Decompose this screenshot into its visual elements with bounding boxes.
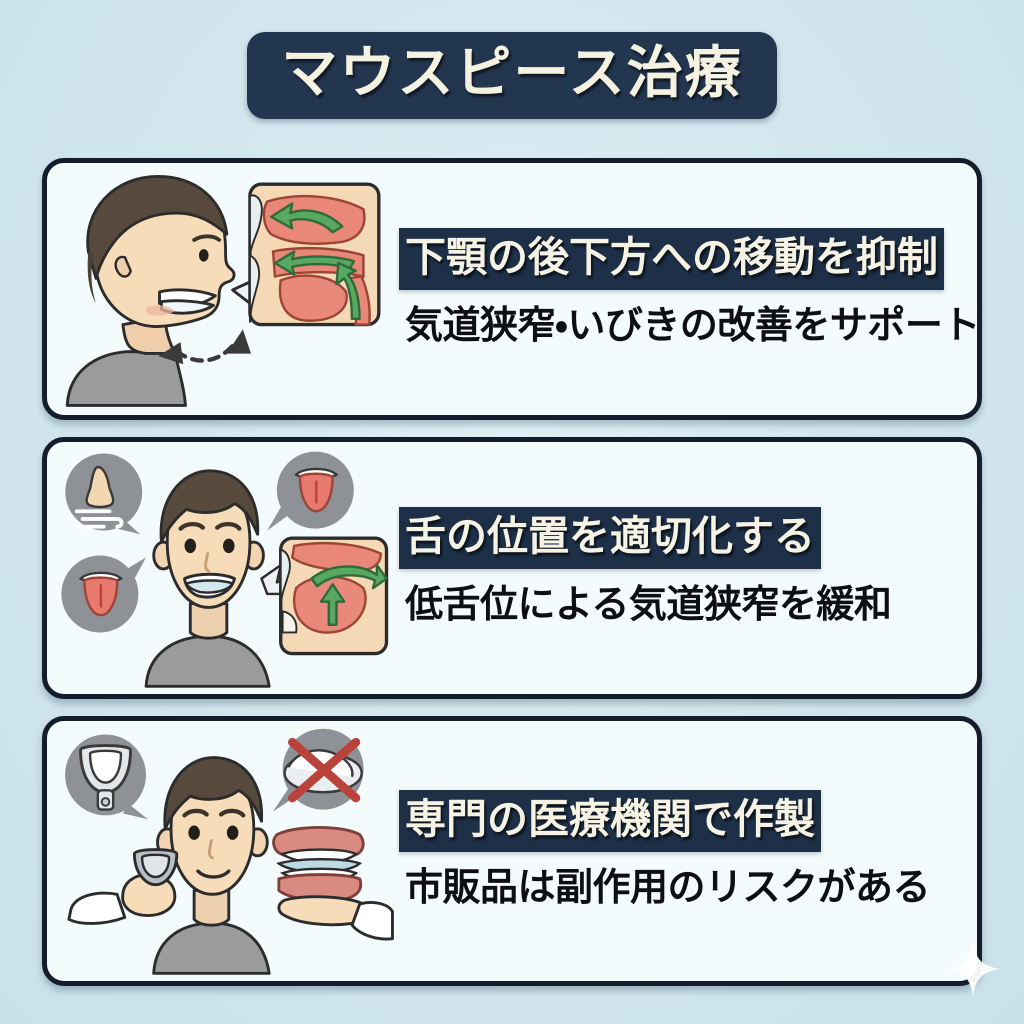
custom-vs-otc-illustration [65, 728, 394, 975]
badge-nose-airflow [65, 453, 143, 535]
card-2-text: 舌の位置を適切化する 低舌位による気道狭窄を緩和 [399, 507, 977, 628]
card-2-headline: 舌の位置を適切化する [399, 507, 821, 569]
card-1-text: 下顎の後下方への移動を抑制 気道狭窄・いびきの改善をサポート [399, 228, 980, 349]
hand-holding-tray [67, 848, 179, 925]
card-2-subline: 低舌位による気道狭窄を緩和 [405, 583, 892, 626]
front-face-illustration [61, 451, 389, 688]
badge-tongue-lower-left [61, 555, 147, 633]
card-1-subline: 気道狭窄・いびきの改善をサポート [405, 304, 980, 347]
card-tongue-position: 舌の位置を適切化する 低舌位による気道狭窄を緩和 [42, 437, 982, 699]
badge-impression-tray [65, 734, 148, 820]
hand-holding-dental-model [272, 825, 394, 941]
badge-tongue-upper-right [267, 451, 354, 531]
illustration-profile-head-airway [47, 163, 399, 415]
card-3-subline: 市販品は副作用のリスクがある [405, 866, 931, 909]
card-mandible-advancement: 下顎の後下方への移動を抑制 気道狭窄・いびきの改善をサポート [42, 158, 982, 420]
title-badge: マウスピース治療 [247, 32, 777, 119]
illustration-custom-vs-otc [47, 721, 399, 981]
card-1-headline: 下顎の後下方への移動を抑制 [399, 228, 944, 290]
illustration-front-face-tongue-badges [47, 442, 399, 694]
card-professional-fabrication: 専門の医療機関で作製 市販品は副作用のリスクがある [42, 716, 982, 986]
badge-otc-mouthguard-crossed-out [273, 728, 364, 812]
page-title: マウスピース治療 [281, 41, 743, 104]
card-3-text: 専門の医療機関で作製 市販品は副作用のリスクがある [399, 790, 977, 911]
card-3-headline: 専門の医療機関で作製 [399, 790, 821, 852]
profile-head-illustration [65, 175, 381, 407]
title-container: マウスピース治療 [0, 32, 1024, 119]
